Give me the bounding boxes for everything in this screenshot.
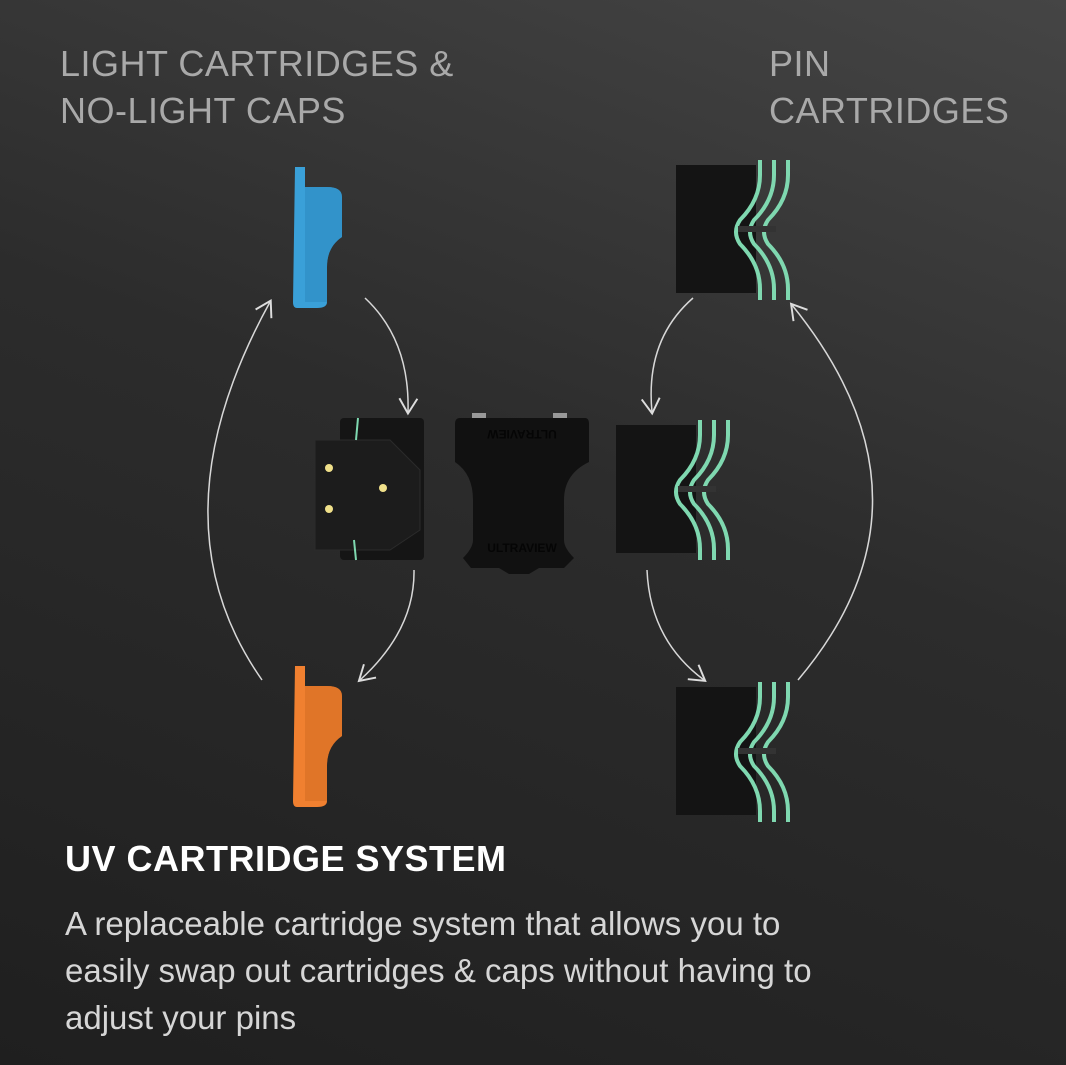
heading-line: NO-LIGHT CAPS	[60, 90, 346, 131]
pin-stripe	[734, 682, 762, 822]
heading-line: LIGHT CARTRIDGES &	[60, 43, 454, 84]
logo-text: ULTRAVIEW	[487, 541, 557, 555]
swap-arrows	[207, 297, 874, 683]
led-icon	[325, 464, 333, 472]
arrow-icon	[646, 569, 707, 683]
description-line: adjust your pins	[65, 999, 297, 1036]
pin-cartridges-heading: PIN CARTRIDGES	[769, 40, 1009, 134]
arrow-icon	[789, 302, 874, 681]
screw-icon	[553, 413, 567, 419]
heading-line: CARTRIDGES	[769, 90, 1010, 131]
description-line: easily swap out cartridges & caps withou…	[65, 952, 812, 989]
pin-stripe	[734, 160, 762, 300]
description: A replaceable cartridge system that allo…	[65, 900, 1025, 1041]
pin-cartridges	[616, 160, 790, 822]
arrow-icon	[364, 297, 419, 416]
section-title: UV CARTRIDGE SYSTEM	[65, 838, 507, 879]
light-cartridges-heading: LIGHT CARTRIDGES & NO-LIGHT CAPS	[60, 40, 454, 134]
pin-clip	[738, 226, 776, 232]
pin-cartridge	[676, 682, 790, 822]
pin-clip	[738, 748, 776, 754]
arrow-icon	[357, 569, 415, 683]
arrow-icon	[207, 299, 273, 681]
screw-icon	[472, 413, 486, 419]
led-icon	[379, 484, 387, 492]
center-mount: ULTRAVIEW ULTRAVIEW	[455, 413, 589, 574]
pin-stripe	[674, 420, 702, 560]
cap-shade	[305, 187, 342, 302]
arrow-icon	[640, 297, 694, 416]
pin-clip	[678, 486, 716, 492]
cap-shade	[305, 686, 342, 801]
led-icon	[325, 505, 333, 513]
logo-text: ULTRAVIEW	[487, 427, 557, 441]
pin-cartridge	[676, 160, 790, 300]
description-line: A replaceable cartridge system that allo…	[65, 905, 781, 942]
heading-line: PIN	[769, 43, 831, 84]
pin-cartridge	[616, 420, 730, 560]
light-cartridge	[314, 417, 424, 561]
